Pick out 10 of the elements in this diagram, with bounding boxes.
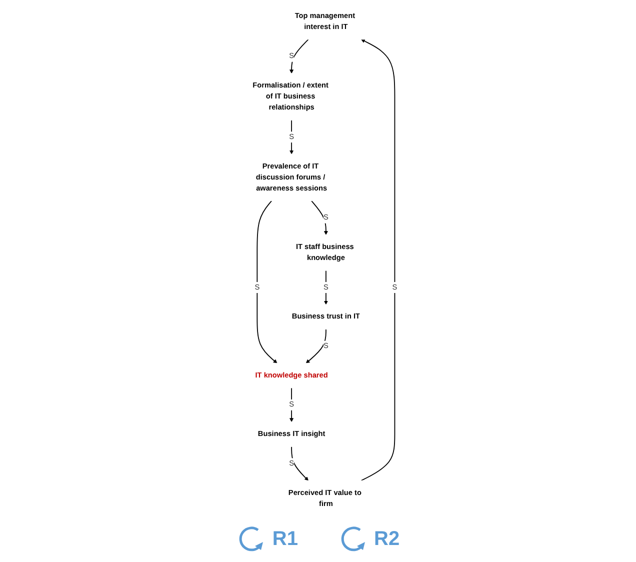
arrow bbox=[360, 39, 396, 482]
arrow bbox=[290, 120, 294, 154]
arrow bbox=[306, 328, 326, 364]
loop-label: R1 bbox=[272, 528, 298, 550]
arrow bbox=[324, 270, 328, 305]
arrow bbox=[290, 38, 309, 74]
arrow bbox=[256, 200, 278, 364]
loop-label: R2 bbox=[374, 528, 400, 550]
arrow bbox=[311, 200, 328, 235]
arrow bbox=[291, 446, 308, 481]
